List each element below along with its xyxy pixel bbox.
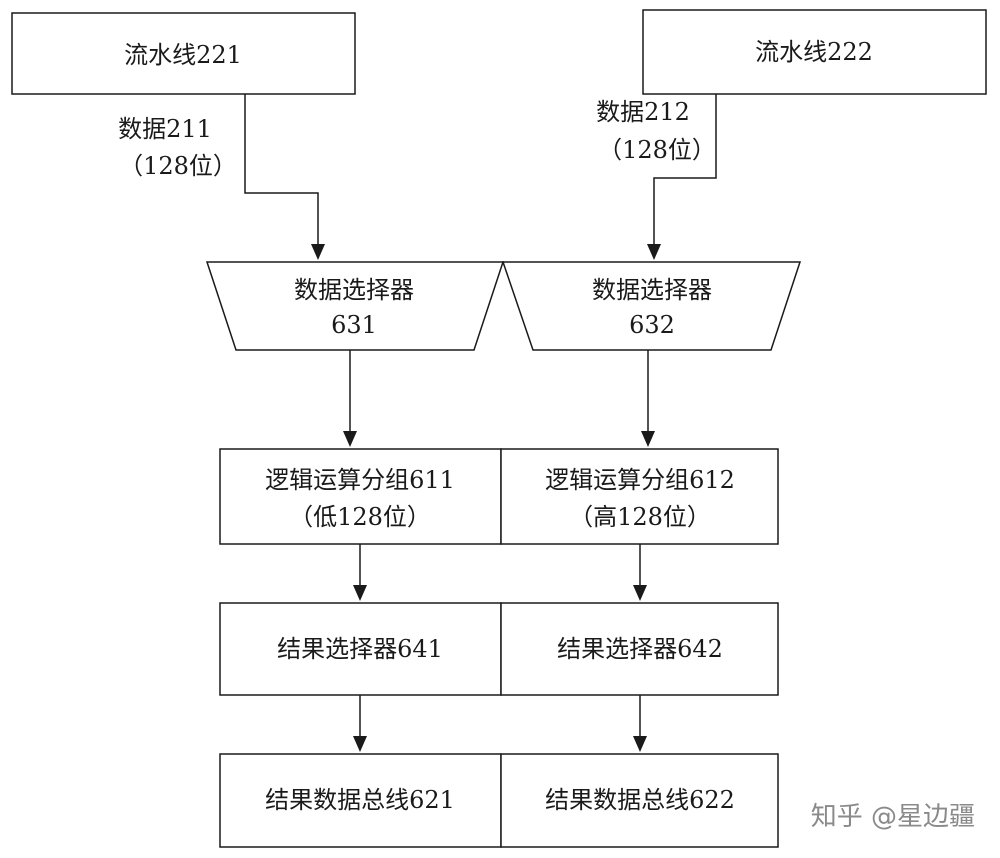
data-selector-631-id: 631	[331, 311, 377, 339]
pipeline-222-label: 流水线222	[755, 38, 873, 66]
result-selector-641-node: 结果选择器641	[219, 602, 502, 696]
edge-mux-632-to-logic-612	[641, 350, 655, 447]
edge-result-mux-641-to-bus-621	[353, 695, 367, 752]
result-selector-642-node: 结果选择器642	[500, 602, 779, 696]
result-bus-622-label: 结果数据总线622	[545, 786, 735, 814]
pipeline-221-label: 流水线221	[124, 41, 242, 69]
data-212-name: 数据212	[596, 98, 690, 126]
edge-pipeline-221-to-mux-631	[244, 94, 325, 260]
data-selector-632-id: 632	[629, 311, 675, 339]
data-211-width: （128位）	[119, 152, 237, 180]
data-212-label: 数据212 （128位）	[596, 98, 716, 164]
logic-group-611-title: 逻辑运算分组611	[265, 466, 455, 494]
edge-mux-631-to-logic-611	[343, 350, 357, 447]
result-selector-642-label: 结果选择器642	[557, 635, 723, 663]
data-selector-631-title: 数据选择器	[294, 276, 414, 304]
result-bus-621-label: 结果数据总线621	[265, 786, 455, 814]
logic-group-612-range: （高128位）	[569, 503, 711, 531]
pipeline-221-node: 流水线221	[11, 12, 356, 95]
logic-group-611-range: （低128位）	[289, 503, 431, 531]
data-selector-632-node: 数据选择器 632	[501, 261, 802, 351]
logic-group-612-title: 逻辑运算分组612	[545, 466, 735, 494]
edge-logic-612-to-result-mux-642	[633, 544, 647, 601]
result-bus-621-node: 结果数据总线621	[219, 753, 502, 848]
edge-result-mux-642-to-bus-622	[633, 695, 647, 752]
logic-group-611-node: 逻辑运算分组611 （低128位）	[219, 448, 502, 545]
pipeline-222-node: 流水线222	[642, 9, 987, 95]
watermark-text: 知乎 @星边疆	[811, 802, 975, 832]
data-211-name: 数据211	[118, 115, 212, 143]
data-211-label: 数据211 （128位）	[118, 115, 237, 180]
edge-logic-611-to-result-mux-641	[353, 544, 367, 601]
result-bus-622-node: 结果数据总线622	[500, 753, 779, 848]
data-212-width: （128位）	[598, 136, 716, 164]
result-selector-641-label: 结果选择器641	[277, 635, 443, 663]
edge-pipeline-222-to-mux-632	[647, 94, 717, 260]
logic-group-612-node: 逻辑运算分组612 （高128位）	[500, 448, 779, 545]
data-selector-631-node: 数据选择器 631	[205, 261, 505, 351]
data-selector-632-title: 数据选择器	[592, 276, 712, 304]
